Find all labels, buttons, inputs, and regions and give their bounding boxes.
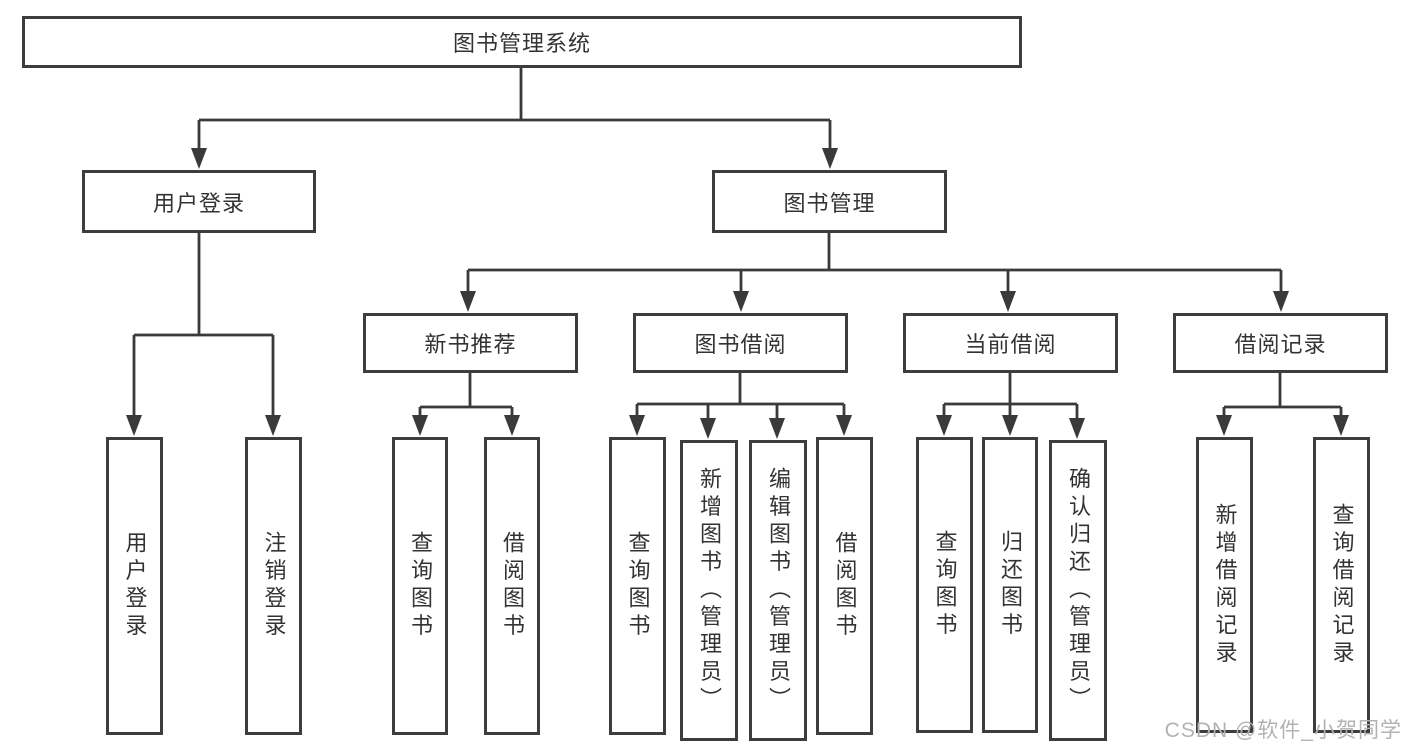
node-root: 图书管理系统: [22, 16, 1022, 68]
leaf-query-books-recommend: 查询图书: [392, 437, 448, 735]
leaf-add-book-admin: 新增图书（管理员）: [680, 440, 738, 741]
node-borrow-records: 借阅记录: [1173, 313, 1388, 373]
leaf-confirm-return-admin: 确认归还（管理员）: [1049, 440, 1107, 741]
leaf-user-login: 用户登录: [106, 437, 163, 735]
leaf-logout: 注销登录: [245, 437, 302, 735]
leaf-query-books-current: 查询图书: [916, 437, 973, 733]
node-user-login: 用户登录: [82, 170, 316, 233]
leaf-add-borrow-record: 新增借阅记录: [1196, 437, 1253, 733]
node-book-management: 图书管理: [712, 170, 947, 233]
leaf-borrow-books-recommend: 借阅图书: [484, 437, 540, 735]
leaf-return-book: 归还图书: [982, 437, 1038, 733]
watermark-text: CSDN @软件_小贺同学: [1164, 719, 1402, 742]
leaf-borrow-books: 借阅图书: [816, 437, 873, 735]
leaf-edit-book-admin: 编辑图书（管理员）: [749, 440, 807, 741]
node-current-borrow: 当前借阅: [903, 313, 1118, 373]
leaf-query-books-borrow: 查询图书: [609, 437, 666, 735]
leaf-query-borrow-record: 查询借阅记录: [1313, 437, 1370, 733]
node-book-borrow: 图书借阅: [633, 313, 848, 373]
node-new-book-recommend: 新书推荐: [363, 313, 578, 373]
